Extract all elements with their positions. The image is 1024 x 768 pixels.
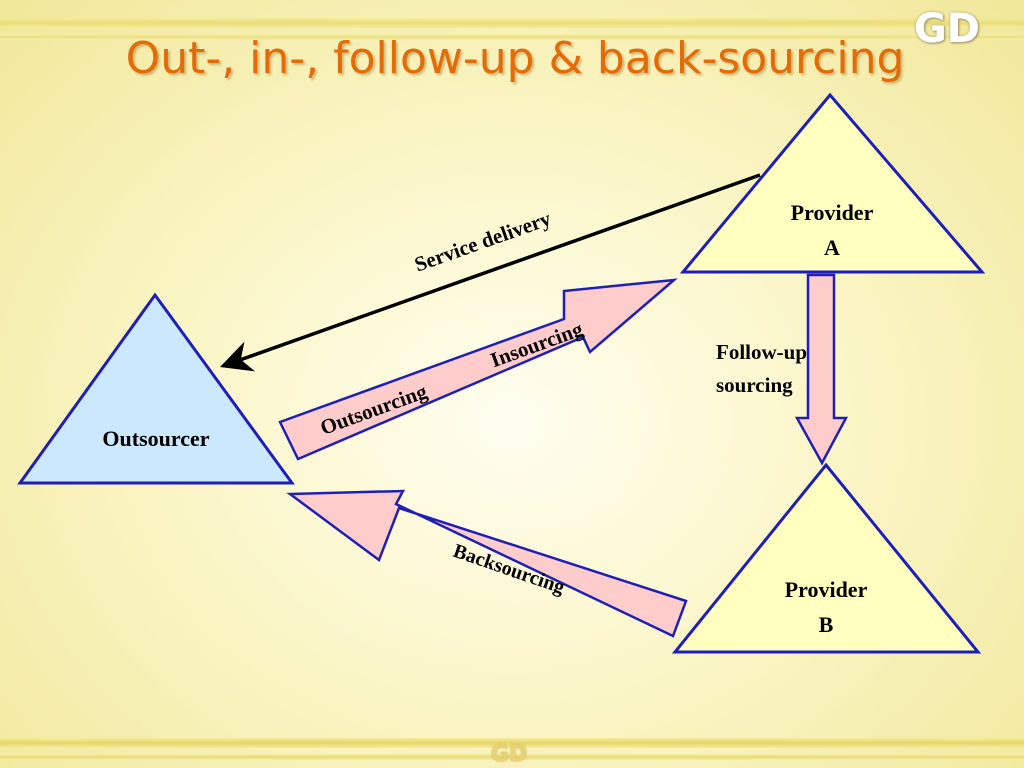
backsourcing-arrow	[286, 489, 688, 638]
provider-b-triangle	[671, 462, 982, 654]
gd-logo: GD	[913, 6, 981, 52]
provider-a-label-line2: A	[824, 235, 840, 260]
gd-footer-logo: GD	[490, 742, 528, 767]
follow-up-arrow	[794, 273, 849, 466]
service-delivery-label: Service delivery	[411, 206, 554, 276]
provider-a-label-line1: Provider	[791, 200, 874, 225]
provider-a-triangle	[679, 92, 986, 274]
insourcing-label: Insourcing	[487, 316, 586, 372]
provider-b-label-line1: Provider	[785, 577, 868, 602]
bottom-band	[0, 738, 1024, 748]
provider-b-label-line2: B	[819, 612, 834, 637]
outsourcer-triangle	[17, 292, 295, 485]
outsourcer-label: Outsourcer	[102, 426, 209, 451]
follow-up-label-line1: Follow-up	[716, 340, 807, 364]
bottom-band-thin	[0, 754, 1024, 760]
outsourcing-arrow	[278, 278, 678, 461]
top-band-thin	[0, 34, 1024, 40]
top-band	[0, 18, 1024, 28]
service-delivery-arrow	[220, 173, 761, 372]
slide-title: Out-, in-, follow-up & back-sourcing	[125, 33, 905, 84]
follow-up-label-line2: sourcing	[716, 373, 793, 397]
